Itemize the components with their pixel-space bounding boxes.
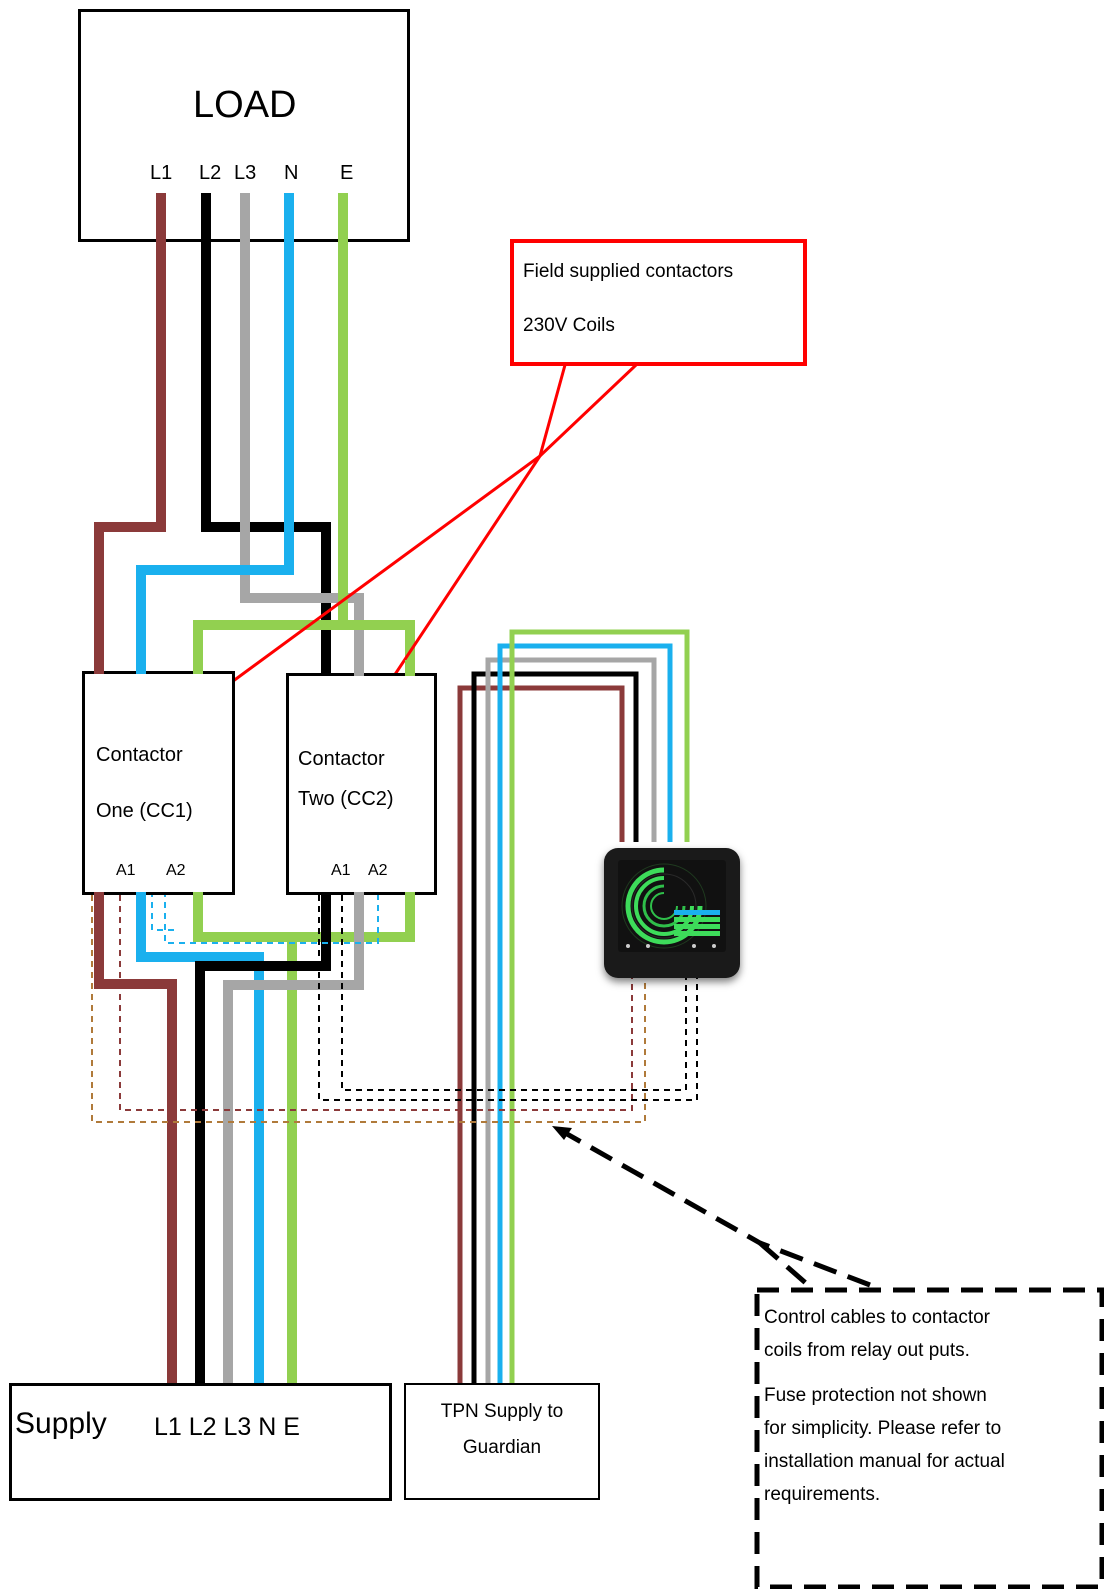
- tpn-supply-box: TPN Supply to Guardian: [404, 1383, 600, 1500]
- tpn-supply-line-1: TPN Supply to: [440, 1401, 564, 1422]
- control-cable-red: [119, 895, 633, 1111]
- wire-tpn-e: [509, 629, 690, 1386]
- contactor-one-line-2: One (CC1): [96, 800, 193, 822]
- note-arrowhead: [552, 1126, 572, 1140]
- control-cable-orange: [91, 895, 646, 1123]
- contactor-one-a1: A1: [116, 862, 136, 879]
- wire-l1-load-to-cc1: [94, 193, 166, 674]
- supply-terminals: L1 L2 L3 N E: [154, 1413, 300, 1441]
- device-screen: [618, 860, 726, 952]
- control-note: Control cables to contactor coils from r…: [764, 1300, 1084, 1580]
- guardian-display-device: [604, 848, 740, 978]
- wire-tpn-l3: [485, 657, 657, 1386]
- control-note-line-3: Fuse protection not shown: [764, 1385, 987, 1406]
- control-note-line-2: coils from relay out puts.: [764, 1340, 970, 1361]
- control-note-line-1: Control cables to contactor: [764, 1307, 991, 1328]
- wire-tpn-l2: [471, 671, 639, 1386]
- wire-n-cc1-to-supply: [136, 895, 264, 1386]
- control-note-line-5: installation manual for actual: [764, 1451, 1005, 1472]
- callout-line-1: Field supplied contactors: [523, 261, 734, 282]
- note-pointer: [558, 1127, 871, 1288]
- contactor-one-a2: A2: [166, 862, 186, 879]
- load-terminal-e: E: [340, 162, 354, 184]
- supply-box: Supply L1 L2 L3 N E: [9, 1383, 392, 1501]
- wire-l3-load-to-cc2: [240, 193, 364, 674]
- contactor-two-line-2: Two (CC2): [298, 788, 394, 810]
- contactor-two-line-1: Contactor: [298, 748, 385, 770]
- supply-label: Supply: [15, 1407, 107, 1440]
- wire-tpn-n: [497, 643, 673, 1386]
- wire-e-load: [193, 193, 348, 674]
- control-cable-blue-a1: [151, 880, 175, 931]
- control-note-box-border: [754, 1287, 1104, 1589]
- wire-e-to-cc2: [343, 620, 415, 674]
- load-title: LOAD: [193, 84, 297, 126]
- load-terminal-l1: L1: [150, 162, 173, 184]
- control-cable-black-a1: [318, 895, 698, 1101]
- wire-l1-cc1-to-supply: [94, 895, 177, 1386]
- load-terminal-n: N: [284, 162, 299, 184]
- wire-n-load-to-cc1: [136, 193, 294, 674]
- contactor-two-a2: A2: [368, 862, 388, 879]
- control-note-line-6: requirements.: [764, 1484, 881, 1505]
- callout-pointer-right: [378, 364, 567, 698]
- note-pointer-tail: [758, 1241, 810, 1287]
- tpn-supply-line-2: Guardian: [462, 1437, 542, 1458]
- wire-tpn-l1: [457, 685, 625, 1386]
- wire-l2-cc2-to-supply: [195, 895, 331, 1386]
- wire-l3-cc2-to-supply: [223, 895, 364, 1386]
- control-cable-blue-a2: [164, 880, 379, 944]
- wire-e-cc-bridge: [193, 895, 415, 942]
- contactor-one-line-1: Contactor: [96, 744, 183, 766]
- contactor-one: Contactor One (CC1) A1 A2: [82, 671, 235, 895]
- contactor-two: Contactor Two (CC2) A1 A2: [286, 673, 437, 895]
- load-terminal-l3: L3: [234, 162, 257, 184]
- contactor-two-a1: A1: [331, 862, 351, 879]
- load-wire-stubs: [156, 193, 348, 245]
- device-gauge-icon: [621, 863, 720, 949]
- control-note-line-4: for simplicity. Please refer to: [764, 1418, 1002, 1439]
- callout-line-2: 230V Coils: [523, 315, 615, 336]
- contactor-callout-box: Field supplied contactors 230V Coils: [510, 239, 807, 366]
- load-terminal-l2: L2: [199, 162, 222, 184]
- contactor-wire-stubs: [94, 660, 415, 906]
- control-cable-black-a2: [341, 895, 687, 1091]
